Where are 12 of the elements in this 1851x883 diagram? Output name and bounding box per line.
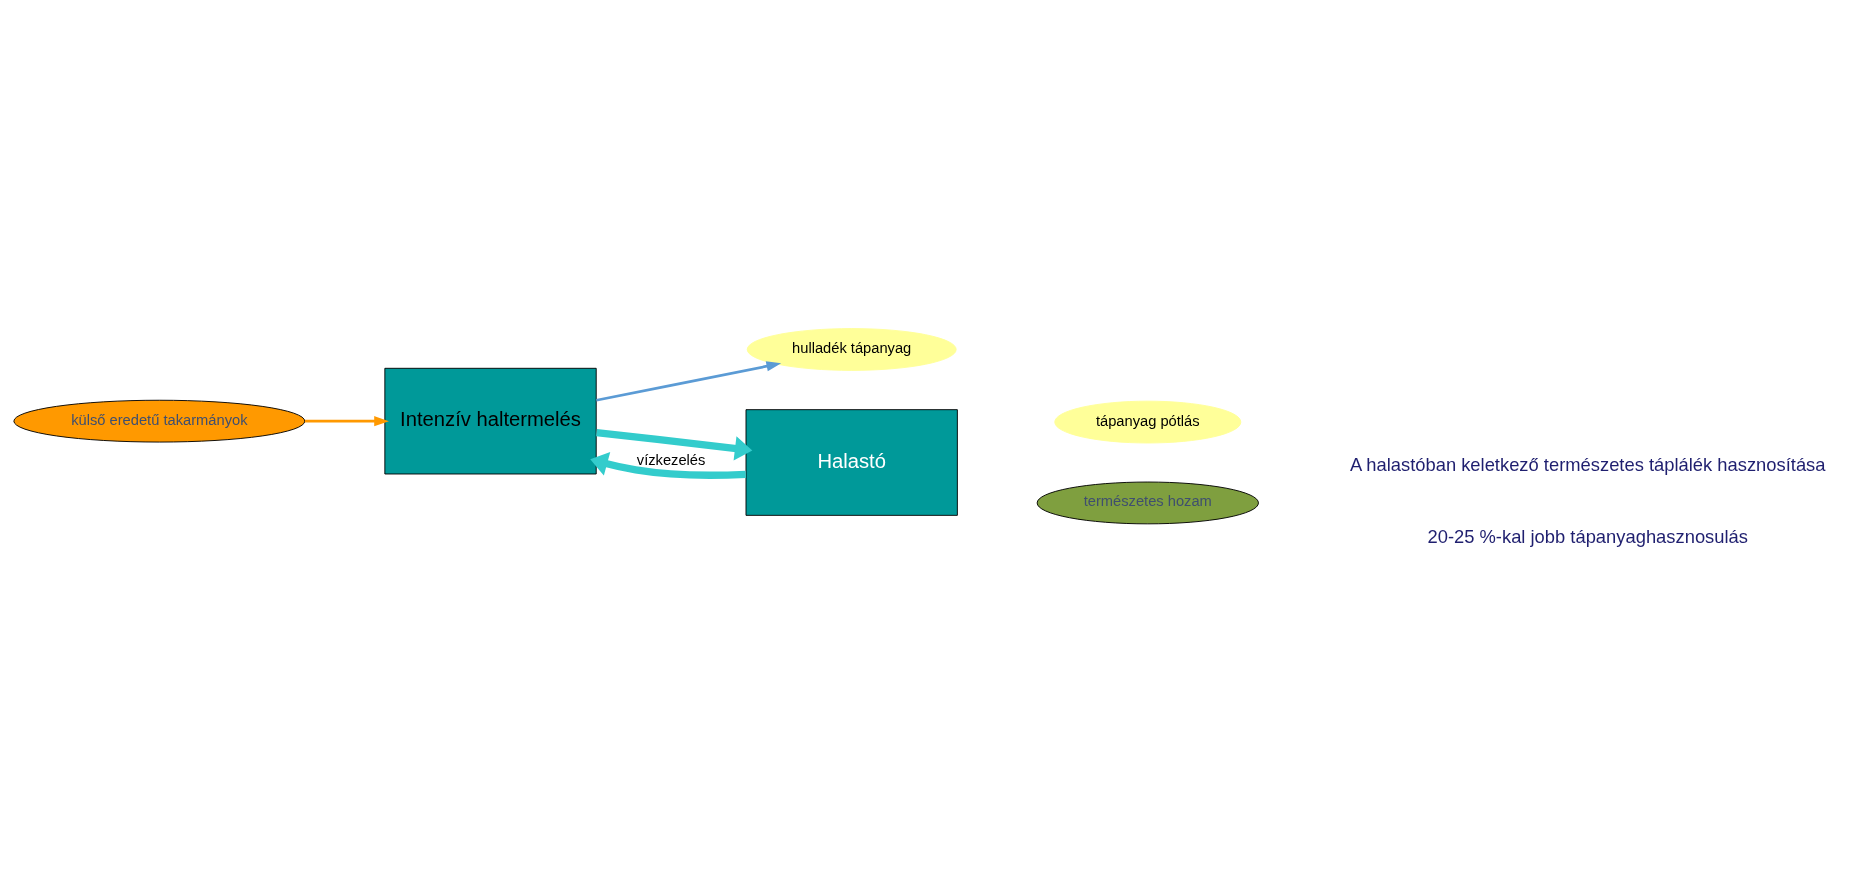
node-box: Halastó (745, 408, 958, 516)
node-ellipse: tápanyag pótlás (1054, 400, 1242, 443)
arrow (304, 415, 389, 426)
node-box: Intenzív haltermelés (384, 367, 597, 474)
arrow (596, 428, 753, 460)
arrow (590, 451, 746, 479)
node-ellipse: természetes hozam (1036, 481, 1259, 524)
edge-label: vízkezelés (636, 451, 706, 468)
node-ellipse: külső eredetű takarmányok (13, 399, 306, 443)
label: A halastóban keletkező természetes táplálék hasznosítása (1349, 453, 1826, 475)
arrow (596, 360, 782, 402)
label: 20-25 %-kal jobb tápanyaghasznosulás (1427, 525, 1748, 547)
